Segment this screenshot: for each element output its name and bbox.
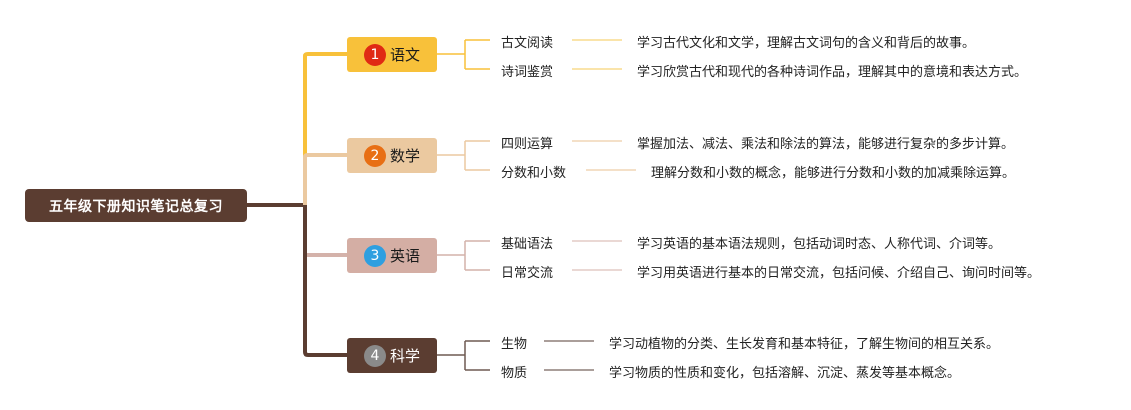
topic-description: 学习物质的性质和变化，包括溶解、沉淀、蒸发等基本概念。 bbox=[609, 366, 961, 381]
topic-description: 学习古代文化和文学，理解古文词句的含义和背后的故事。 bbox=[637, 36, 976, 51]
category-english[interactable]: 3 英语 bbox=[347, 238, 437, 273]
category-label: 语文 bbox=[389, 46, 420, 64]
category-math[interactable]: 2 数学 bbox=[347, 138, 437, 173]
topic-matter[interactable]: 物质 bbox=[501, 366, 528, 381]
topic-description: 学习用英语进行基本的日常交流，包括问候、介绍自己、询问时间等。 bbox=[637, 266, 1041, 281]
number-badge-1: 1 bbox=[363, 43, 386, 66]
topic-four-operations[interactable]: 四则运算 bbox=[501, 137, 554, 152]
topic-description: 掌握加法、减法、乘法和除法的算法，能够进行复杂的多步计算。 bbox=[637, 137, 1015, 152]
topic-description: 学习欣赏古代和现代的各种诗词作品，理解其中的意境和表达方式。 bbox=[637, 65, 1028, 80]
topic-description: 学习动植物的分类、生长发育和基本特征，了解生物间的相互关系。 bbox=[609, 337, 1000, 352]
number-badge-4: 4 bbox=[363, 344, 386, 367]
topic-fractions-decimals[interactable]: 分数和小数 bbox=[501, 166, 567, 181]
category-label: 英语 bbox=[389, 247, 420, 265]
category-label: 科学 bbox=[389, 347, 420, 365]
category-science[interactable]: 4 科学 bbox=[347, 338, 437, 373]
topic-daily-communication[interactable]: 日常交流 bbox=[501, 266, 554, 281]
category-chinese[interactable]: 1 语文 bbox=[347, 37, 437, 72]
topic-poetry-appreciation[interactable]: 诗词鉴赏 bbox=[501, 65, 554, 80]
number-badge-2: 2 bbox=[363, 144, 386, 167]
root-node[interactable]: 五年级下册知识笔记总复习 bbox=[25, 189, 247, 222]
category-label: 数学 bbox=[389, 147, 420, 165]
topic-description: 学习英语的基本语法规则，包括动词时态、人称代词、介词等。 bbox=[637, 237, 1002, 252]
topic-description: 理解分数和小数的概念，能够进行分数和小数的加减乘除运算。 bbox=[651, 166, 1016, 181]
topic-ancient-reading[interactable]: 古文阅读 bbox=[501, 36, 554, 51]
topic-basic-grammar[interactable]: 基础语法 bbox=[501, 237, 554, 252]
topic-biology[interactable]: 生物 bbox=[501, 337, 528, 352]
number-badge-3: 3 bbox=[363, 244, 386, 267]
root-label: 五年级下册知识笔记总复习 bbox=[49, 198, 223, 215]
